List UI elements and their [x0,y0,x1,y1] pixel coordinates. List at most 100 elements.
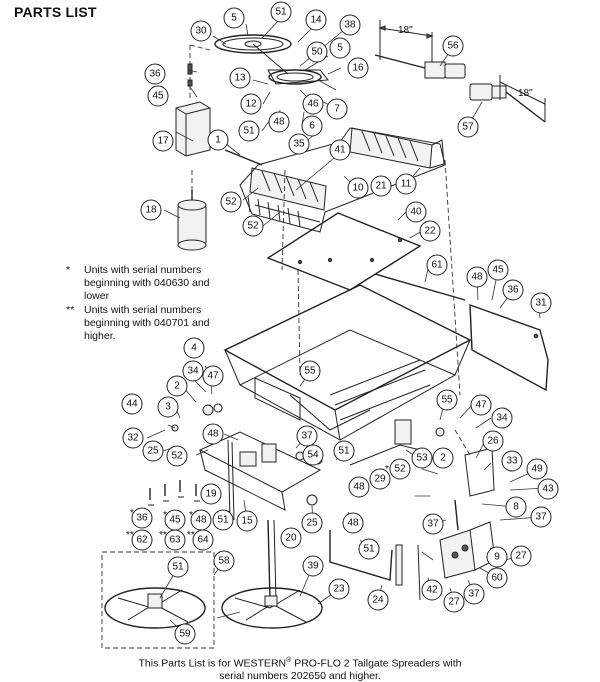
svg-text:7: 7 [334,104,340,115]
dimension-label: 18" [518,88,533,99]
svg-text:*: * [163,510,167,521]
footer-line1-suffix: PRO-FLO 2 Tailgate Spreaders with [291,657,462,670]
callout-45b: 45 [487,259,509,281]
svg-text:48: 48 [347,518,359,529]
footer-line2: serial numbers 202650 and higher. [219,669,381,682]
side-cover [469,303,549,392]
callout-2: 2 [166,375,188,397]
callout-56: 56 [442,35,464,57]
svg-text:20: 20 [285,533,297,544]
callout-12: 12 [240,93,262,115]
callout-21: 21 [370,175,392,197]
callout-59: 59 [174,623,196,645]
svg-text:51: 51 [243,126,255,137]
callout-44: 44 [121,393,143,415]
callout-19: 19 [200,483,222,505]
svg-text:15: 15 [241,516,253,527]
callout-34: 34 [182,360,204,382]
callout-18: 18 [140,199,162,221]
callout-37c: 37 [422,513,444,535]
svg-text:37: 37 [427,519,439,530]
svg-text:45: 45 [492,265,504,276]
callout-61: 61 [426,254,448,276]
callout-32: 32 [122,427,144,449]
callouts: 5 51 14 30 38 50 5 16 36 45 13 12 46 7 5… [121,1,559,645]
callout-16: 16 [347,57,369,79]
svg-text:44: 44 [126,399,138,410]
svg-text:27: 27 [448,597,460,608]
svg-text:34: 34 [187,366,199,377]
svg-text:41: 41 [334,145,346,156]
callout-58: 58 [213,550,235,572]
svg-text:14: 14 [310,15,322,26]
hopper [223,159,472,441]
svg-text:51: 51 [363,544,375,555]
motor-mount-bracket [175,101,211,157]
note-text: Units with serial numbers beginning with… [84,264,210,302]
callout-57: 57 [457,116,479,138]
callout-41: 41 [329,139,351,161]
callout-55: 55 [299,360,321,382]
callout-48c: 48 [202,423,224,445]
motor [177,170,207,251]
svg-text:47: 47 [475,400,487,411]
callout-51e: 51 [167,556,189,578]
svg-text:62: 62 [136,535,148,546]
callout-48b: 48 [466,266,488,288]
page-title: PARTS LIST [14,4,97,20]
svg-text:37: 37 [301,431,313,442]
svg-text:37: 37 [468,589,480,600]
callout-45: 45 [147,85,169,107]
svg-text:55: 55 [304,366,316,377]
callout-24: 24 [367,589,389,611]
callout-53: 53 [411,447,433,469]
note-item: ** Units with serial numbers beginning w… [66,304,216,343]
callout-36c: 36* [130,507,153,529]
callout-8: 8 [505,496,527,518]
callout-20: 20 [280,527,302,549]
svg-text:59: 59 [179,629,191,640]
callout-50: 50 [306,41,328,63]
svg-text:45: 45 [169,515,181,526]
svg-text:46: 46 [307,99,319,110]
callout-37d: 37 [463,583,485,605]
callout-30: 30 [190,20,212,42]
svg-text:25: 25 [147,446,159,457]
callout-22: 22 [419,220,441,242]
callout-64: 64** [187,529,214,551]
svg-text:52: 52 [394,464,406,475]
svg-text:51: 51 [217,515,229,526]
callout-51d: 51 [212,509,234,531]
callout-1: 1 [207,129,229,151]
callout-5b: 5 [329,37,351,59]
spinner-inset-box [101,551,215,649]
callout-36b: 36 [502,279,524,301]
callout-49: 49 [526,458,548,480]
svg-text:39: 39 [307,561,319,572]
callout-47b: 47 [470,394,492,416]
callout-5: 5 [223,7,245,29]
svg-text:61: 61 [431,260,443,271]
callout-48f: 48 [342,512,364,534]
svg-text:48: 48 [273,117,285,128]
svg-text:31: 31 [535,298,547,309]
callout-27b: 27 [443,591,465,613]
svg-text:*: * [130,508,134,519]
svg-text:36: 36 [149,69,161,80]
svg-text:52: 52 [171,451,183,462]
footer-line1-prefix: This Parts List is for WESTERN [138,657,287,670]
svg-text:13: 13 [234,73,246,84]
callout-46: 46 [302,93,324,115]
svg-text:40: 40 [410,207,422,218]
bracket-arm [395,544,403,586]
callout-51c: 51 [333,440,355,462]
callout-55b: 55 [436,389,458,411]
callout-23: 23 [328,578,350,600]
svg-text:24: 24 [372,595,384,606]
callout-52: 52 [220,191,242,213]
svg-text:51: 51 [338,446,350,457]
svg-text:55: 55 [441,395,453,406]
svg-text:58: 58 [218,556,230,567]
